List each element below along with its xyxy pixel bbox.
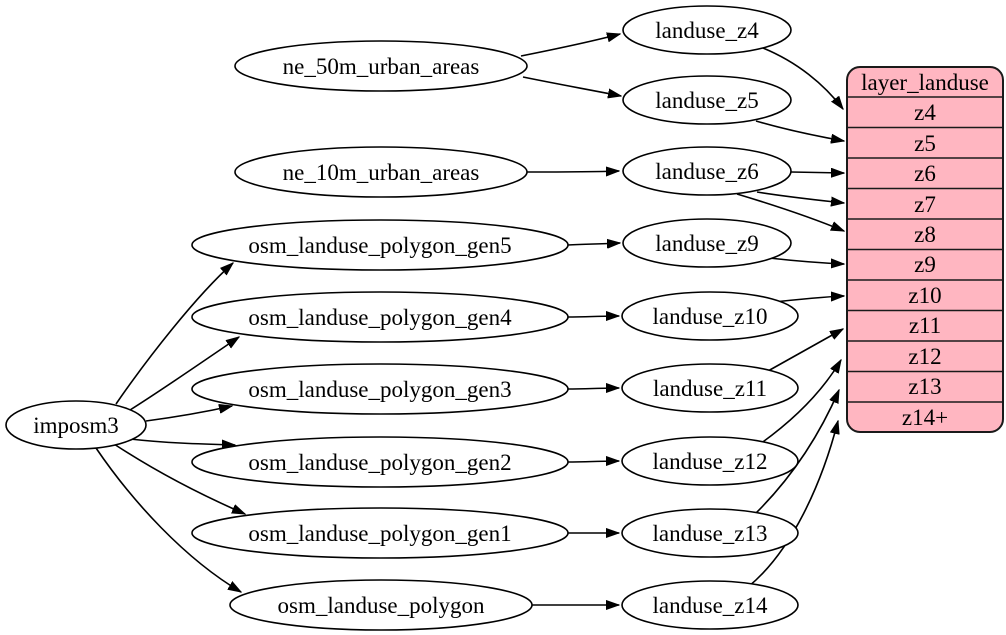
node-osm_landuse_polygon_gen2: osm_landuse_polygon_gen2 bbox=[191, 436, 569, 488]
node-ne_10m_urban_areas: ne_10m_urban_areas bbox=[234, 146, 528, 198]
osm_landuse_polygon-label: osm_landuse_polygon bbox=[278, 593, 485, 618]
record-row-z9: z9 bbox=[914, 252, 936, 277]
edge-landuse_z9-to-record-z9 bbox=[768, 257, 844, 264]
node-osm_landuse_polygon_gen4: osm_landuse_polygon_gen4 bbox=[191, 291, 569, 343]
osm_landuse_polygon_gen1-shape bbox=[191, 507, 569, 559]
node-osm_landuse_polygon_gen3: osm_landuse_polygon_gen3 bbox=[191, 363, 569, 415]
edge-imposm3-to-osm_landuse_polygon_gen3 bbox=[145, 406, 232, 422]
osm_landuse_polygon-shape bbox=[229, 579, 533, 631]
node-osm_landuse_polygon_gen1: osm_landuse_polygon_gen1 bbox=[191, 507, 569, 559]
record-row-z12: z12 bbox=[908, 344, 941, 369]
record-title: layer_landuse bbox=[861, 70, 989, 95]
record-row-z8: z8 bbox=[914, 222, 936, 247]
edge-landuse_z13-to-record-z13 bbox=[752, 390, 840, 517]
edge-imposm3-to-osm_landuse_polygon_gen5 bbox=[115, 263, 233, 405]
edge-landuse_z4-to-record-z4 bbox=[762, 47, 843, 109]
osm_landuse_polygon_gen3-shape bbox=[191, 363, 569, 415]
landuse_z11-shape bbox=[621, 363, 799, 413]
landuse_z9-label: landuse_z9 bbox=[655, 231, 758, 256]
node-landuse_z5: landuse_z5 bbox=[622, 75, 792, 125]
osm_landuse_polygon_gen3-label: osm_landuse_polygon_gen3 bbox=[248, 377, 511, 402]
ne_10m_urban_areas-label: ne_10m_urban_areas bbox=[283, 160, 480, 185]
osm_landuse_polygon_gen2-shape bbox=[191, 436, 569, 488]
osm_landuse_polygon_gen2-label: osm_landuse_polygon_gen2 bbox=[248, 450, 511, 475]
ne_50m_urban_areas-label: ne_50m_urban_areas bbox=[283, 54, 480, 79]
edge-osm_landuse_polygon_gen4-to-landuse_z10 bbox=[567, 316, 619, 317]
node-osm_landuse_polygon_gen5: osm_landuse_polygon_gen5 bbox=[191, 219, 569, 271]
node-landuse_z6: landuse_z6 bbox=[622, 146, 792, 196]
node-imposm3: imposm3 bbox=[5, 400, 147, 450]
edge-landuse_z6-to-record-z6 bbox=[790, 172, 844, 173]
osm_landuse_polygon_gen4-shape bbox=[191, 291, 569, 343]
node-ne_50m_urban_areas: ne_50m_urban_areas bbox=[234, 40, 528, 92]
record-row-z11: z11 bbox=[909, 313, 941, 338]
record-row-z5: z5 bbox=[914, 131, 936, 156]
node-landuse_z12: landuse_z12 bbox=[621, 436, 799, 486]
landuse_z6-label: landuse_z6 bbox=[655, 159, 758, 184]
edge-imposm3-to-osm_landuse_polygon_gen4 bbox=[129, 337, 239, 411]
landuse_z6-shape bbox=[622, 146, 792, 196]
landuse_z12-label: landuse_z12 bbox=[653, 449, 768, 474]
imposm3-shape bbox=[5, 400, 147, 450]
landuse_z11-label: landuse_z11 bbox=[653, 376, 767, 401]
ne_10m_urban_areas-shape bbox=[234, 146, 528, 198]
record-row-z10: z10 bbox=[908, 283, 941, 308]
edge-landuse_z11-to-record-z11 bbox=[767, 329, 843, 372]
record-row-z4: z4 bbox=[914, 100, 936, 125]
record-row-z7: z7 bbox=[914, 192, 936, 217]
record-row-z6: z6 bbox=[914, 161, 936, 186]
node-osm_landuse_polygon: osm_landuse_polygon bbox=[229, 579, 533, 631]
record-row-z14plus: z14+ bbox=[902, 405, 948, 430]
node-landuse_z10: landuse_z10 bbox=[621, 291, 799, 341]
edge-ne_10m_urban_areas-to-landuse_z6 bbox=[526, 171, 619, 172]
landuse_z5-label: landuse_z5 bbox=[655, 88, 758, 113]
landuse_z10-label: landuse_z10 bbox=[653, 304, 768, 329]
node-landuse_z4: landuse_z4 bbox=[622, 5, 792, 55]
edge-imposm3-to-osm_landuse_polygon_gen2 bbox=[129, 438, 235, 445]
osm_landuse_polygon_gen5-label: osm_landuse_polygon_gen5 bbox=[248, 233, 511, 258]
edge-landuse_z6-to-record-z7 bbox=[756, 191, 844, 203]
landuse_z14-label: landuse_z14 bbox=[653, 593, 768, 618]
landuse_z5-shape bbox=[622, 75, 792, 125]
osm_landuse_polygon_gen5-shape bbox=[191, 219, 569, 271]
edge-landuse_z12-to-record-z12 bbox=[759, 360, 841, 445]
edge-imposm3-to-osm_landuse_polygon_gen1 bbox=[113, 443, 245, 515]
ne_50m_urban_areas-shape bbox=[234, 40, 528, 92]
edge-imposm3-to-osm_landuse_polygon bbox=[95, 447, 241, 592]
osm_landuse_polygon_gen1-label: osm_landuse_polygon_gen1 bbox=[248, 521, 511, 546]
landuse_z14-shape bbox=[621, 580, 799, 630]
landuse_z4-label: landuse_z4 bbox=[655, 18, 759, 43]
imposm3-label: imposm3 bbox=[33, 413, 119, 438]
edge-osm_landuse_polygon_gen3-to-landuse_z11 bbox=[567, 388, 619, 389]
edge-landuse_z5-to-record-z5 bbox=[755, 120, 844, 141]
edge-ne_50m_urban_areas-to-landuse_z5 bbox=[522, 76, 621, 96]
node-landuse_z14: landuse_z14 bbox=[621, 580, 799, 630]
edge-osm_landuse_polygon_gen2-to-landuse_z12 bbox=[567, 461, 619, 462]
landuse_z10-shape bbox=[621, 291, 799, 341]
record-row-z13: z13 bbox=[908, 374, 941, 399]
landuse_z4-shape bbox=[622, 5, 792, 55]
edge-ne_50m_urban_areas-to-landuse_z4 bbox=[520, 34, 620, 57]
edge-landuse_z14-to-record-z14plus bbox=[747, 421, 838, 588]
landuse_z9-shape bbox=[622, 218, 792, 268]
landuse_z13-label: landuse_z13 bbox=[653, 521, 768, 546]
node-landuse_z11: landuse_z11 bbox=[621, 363, 799, 413]
landuse_z12-shape bbox=[621, 436, 799, 486]
edge-osm_landuse_polygon_gen5-to-landuse_z9 bbox=[567, 243, 620, 245]
edges-layer bbox=[95, 34, 844, 605]
record-layer_landuse: layer_landuse z4 z5 z6 z7 z8 z9 z10 z11 … bbox=[846, 66, 1004, 433]
edge-landuse_z6-to-record-z8 bbox=[736, 193, 844, 232]
node-landuse_z9: landuse_z9 bbox=[622, 218, 792, 268]
landuse_z13-shape bbox=[621, 508, 799, 558]
node-landuse_z13: landuse_z13 bbox=[621, 508, 799, 558]
osm_landuse_polygon_gen4-label: osm_landuse_polygon_gen4 bbox=[248, 305, 512, 330]
